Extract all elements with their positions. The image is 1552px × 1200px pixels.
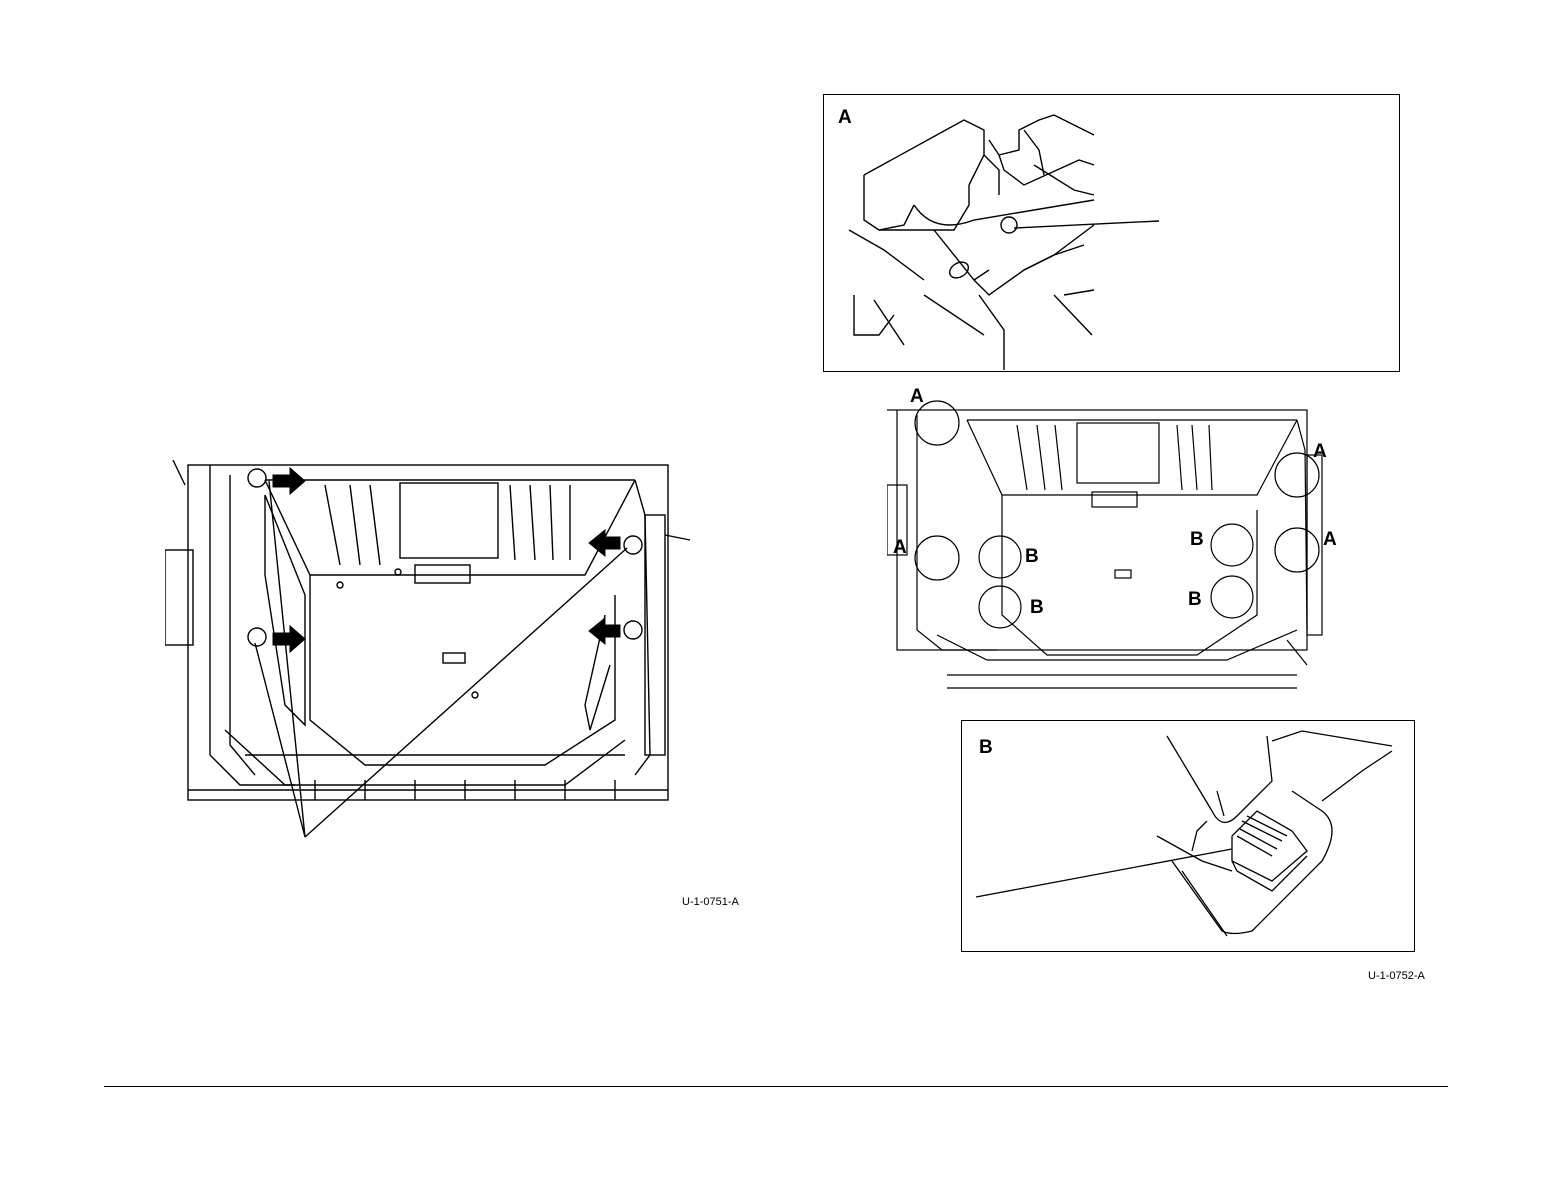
callout-circle-a-mid-left: [915, 536, 959, 580]
callout-label-a-top-right: A: [1313, 442, 1327, 461]
right-tray-illustration: [887, 400, 1387, 695]
left-tray-illustration: [165, 455, 695, 845]
callout-circle-b3: [1211, 524, 1253, 566]
callout-circle-a-mid-right: [1275, 528, 1319, 572]
callout-label-a-top-left: A: [910, 387, 924, 406]
detail-b-drawing: [962, 721, 1414, 951]
left-tray-drawing: [165, 455, 695, 845]
callout-label-a-mid-left: A: [893, 538, 907, 557]
callout-label-a-mid-right: A: [1323, 530, 1337, 549]
callout-circle-b4: [1211, 576, 1253, 618]
leader-line-right-top: [305, 548, 627, 837]
arrow-left-top-icon: [589, 530, 620, 556]
right-tray-drawing: [887, 400, 1387, 695]
callout-circle-b2: [979, 586, 1021, 628]
figure-code-right: U-1-0752-A: [1368, 971, 1425, 982]
arrow-right-top-icon: [273, 468, 305, 494]
figure-code-left: U-1-0751-A: [682, 897, 739, 908]
footer-rule: [104, 1086, 1448, 1087]
leader-line-left-top: [269, 481, 305, 837]
detail-a-drawing: [824, 95, 1399, 371]
callout-circle-a-top-left: [915, 401, 959, 445]
callout-label-b1: B: [1025, 547, 1039, 566]
callout-label-b2: B: [1030, 598, 1044, 617]
detail-b-panel: B: [961, 720, 1415, 952]
callout-label-b4: B: [1188, 590, 1202, 609]
detail-a-leader-line: [1014, 221, 1159, 228]
callout-label-b3: B: [1190, 530, 1204, 549]
detail-b-leader-line: [976, 849, 1232, 897]
arrow-right-bottom-icon: [273, 626, 305, 652]
detail-a-panel: A: [823, 94, 1400, 372]
callout-circle-b1: [979, 536, 1021, 578]
